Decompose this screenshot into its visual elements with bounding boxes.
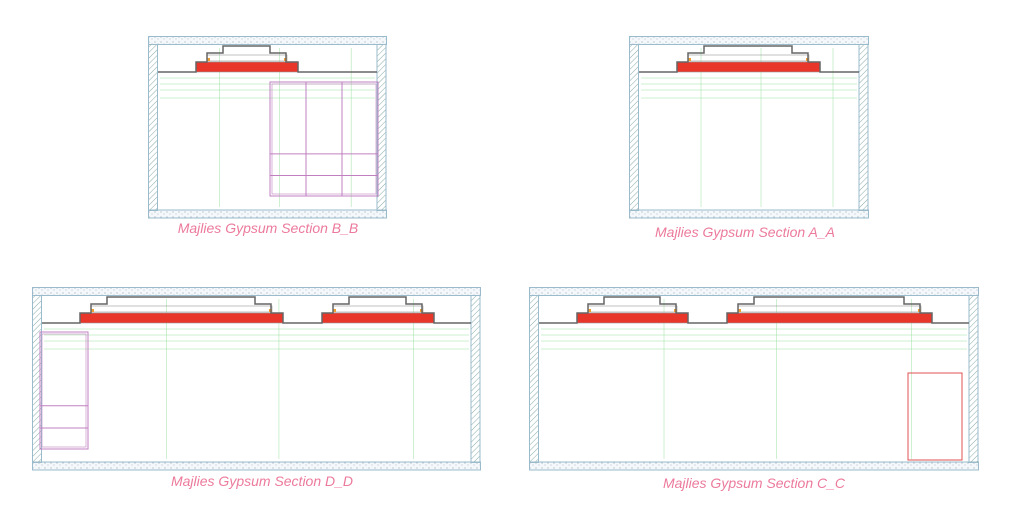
light-fixture [207,58,210,61]
light-fixture [738,309,741,312]
left-wall [529,295,539,463]
wardrobe-inner [271,83,377,195]
right-wall [470,295,481,463]
light-fixture [688,58,691,61]
right-wall [858,44,869,211]
section-a-a-drawing [629,36,869,219]
bottom-slab [148,209,387,219]
gypsum-band [726,312,933,324]
left-wall [32,295,42,463]
gypsum-band [195,61,299,73]
wardrobe [269,81,379,197]
top-slab [529,287,979,296]
light-fixture [91,309,94,312]
gypsum-band [321,312,435,324]
bottom-slab [529,461,979,471]
ceiling-profile [42,296,471,324]
top-slab [148,36,387,45]
ceiling-profile [539,296,969,324]
ceiling-profile [639,45,859,73]
section-b-b-title: Majlies Gypsum Section B_B [177,220,359,236]
gypsum-band [676,61,821,73]
gypsum-inner-step [687,54,810,62]
section-b-b-drawing [148,36,387,219]
wardrobe [39,331,89,450]
gypsum-inner-step [90,305,273,313]
gypsum-inner-step [737,305,922,313]
section-d-d-title: Majlies Gypsum Section D_D [170,473,354,489]
gypsum-band [79,312,284,324]
left-wall [629,44,639,211]
door [907,372,963,461]
gypsum-inner-step [206,54,288,62]
gypsum-inner-step [332,305,424,313]
bottom-slab [32,461,481,471]
gypsum-inner-step [587,305,678,313]
light-fixture [588,309,591,312]
section-a-a-title: Majlies Gypsum Section A_A [655,224,835,240]
ceiling-profile [158,45,377,73]
light-fixture [333,309,336,312]
section-d-d-drawing [32,287,481,471]
bottom-slab [629,209,869,219]
section-c-c-drawing [529,287,979,471]
left-wall [148,44,158,211]
right-wall [968,295,979,463]
top-slab [629,36,869,45]
top-slab [32,287,481,296]
wardrobe-inner [41,333,87,448]
section-c-c-title: Majlies Gypsum Section C_C [662,475,846,491]
right-wall [376,44,387,211]
gypsum-band [576,312,689,324]
